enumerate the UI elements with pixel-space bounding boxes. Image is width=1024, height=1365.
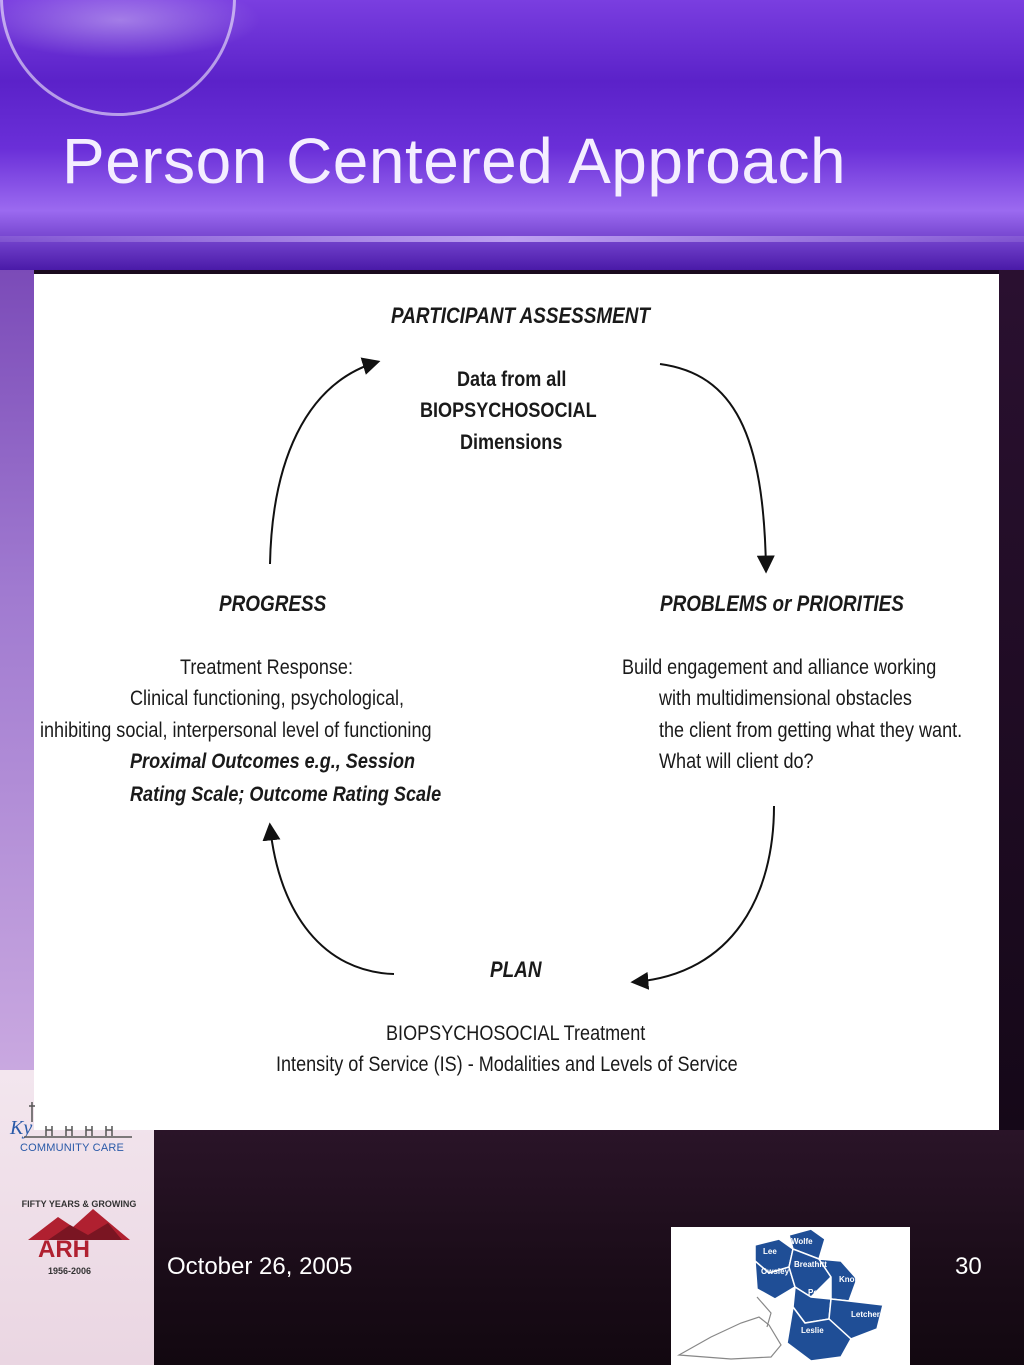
problems-line-4: What will client do? (659, 750, 814, 773)
slide-title: Person Centered Approach (62, 125, 847, 197)
cycle-arrows (262, 357, 775, 990)
arh-tagline: FIFTY YEARS & GROWING (22, 1199, 137, 1209)
cycle-diagram-panel: PARTICIPANT ASSESSMENT Data from all BIO… (34, 274, 999, 1130)
arh-logo-icon: FIFTY YEARS & GROWING (22, 1199, 137, 1240)
problems-heading: PROBLEMS or PRIORITIES (660, 591, 904, 616)
map-county-wolfe: Wolfe (791, 1237, 813, 1246)
plan-line-2: Intensity of Service (IS) - Modalities a… (276, 1053, 738, 1076)
map-county-letcher: Letcher (851, 1310, 880, 1319)
right-decor-strip (999, 270, 1024, 1130)
arh-logo-years: 1956-2006 (48, 1266, 92, 1276)
county-map-icon: Wolfe Lee Owsley Breathitt Knott Perry L… (676, 1228, 884, 1362)
slide-page-number: 30 (955, 1253, 982, 1280)
map-county-perry: Perry (808, 1288, 829, 1297)
left-decor-strip (0, 270, 34, 1070)
header-decorative-arc (0, 0, 236, 116)
arrow-assessment-to-problems (659, 363, 775, 574)
arrow-progress-to-assessment (269, 357, 381, 565)
problems-line-2: with multidimensional obstacles (659, 687, 912, 710)
problems-line-3: the client from getting what they want. (659, 719, 963, 742)
arrow-problems-to-plan (630, 805, 775, 990)
kycc-logo-text: COMMUNITY CARE (20, 1142, 125, 1154)
county-map: Wolfe Lee Owsley Breathitt Knott Perry L… (671, 1227, 910, 1365)
plan-heading: PLAN (490, 957, 542, 982)
assessment-line-2: BIOPSYCHOSOCIAL (420, 399, 597, 422)
footer-date: October 26, 2005 (167, 1253, 353, 1280)
problems-line-1: Build engagement and alliance working (622, 656, 937, 679)
progress-line-1: Treatment Response: (180, 656, 353, 679)
progress-outcome-line-1: Proximal Outcomes e.g., Session (130, 750, 416, 773)
assessment-line-3: Dimensions (460, 431, 563, 454)
progress-outcome-line-2: Rating Scale; Outcome Rating Scale (130, 783, 442, 806)
slide-header-band (0, 0, 1024, 270)
assessment-line-1: Data from all (457, 368, 567, 391)
header-divider-line (0, 236, 1024, 242)
arrow-plan-to-progress (262, 822, 395, 975)
map-county-lee: Lee (763, 1247, 777, 1256)
svg-text:Ky: Ky (9, 1117, 32, 1139)
map-county-owsley: Owsley (761, 1267, 790, 1276)
progress-heading: PROGRESS (219, 591, 327, 616)
arh-logo-name: ARH (38, 1236, 90, 1263)
progress-line-2: Clinical functioning, psychological, (130, 687, 405, 710)
assessment-heading: PARTICIPANT ASSESSMENT (391, 303, 650, 328)
map-county-leslie: Leslie (801, 1326, 824, 1335)
kycc-logo-icon: Ky (9, 1102, 132, 1139)
plan-line-1: BIOPSYCHOSOCIAL Treatment (386, 1022, 646, 1045)
map-county-knott: Knott (839, 1275, 860, 1284)
progress-line-3: inhibiting social, interpersonal level o… (40, 719, 432, 742)
map-county-breathitt: Breathitt (794, 1260, 827, 1269)
